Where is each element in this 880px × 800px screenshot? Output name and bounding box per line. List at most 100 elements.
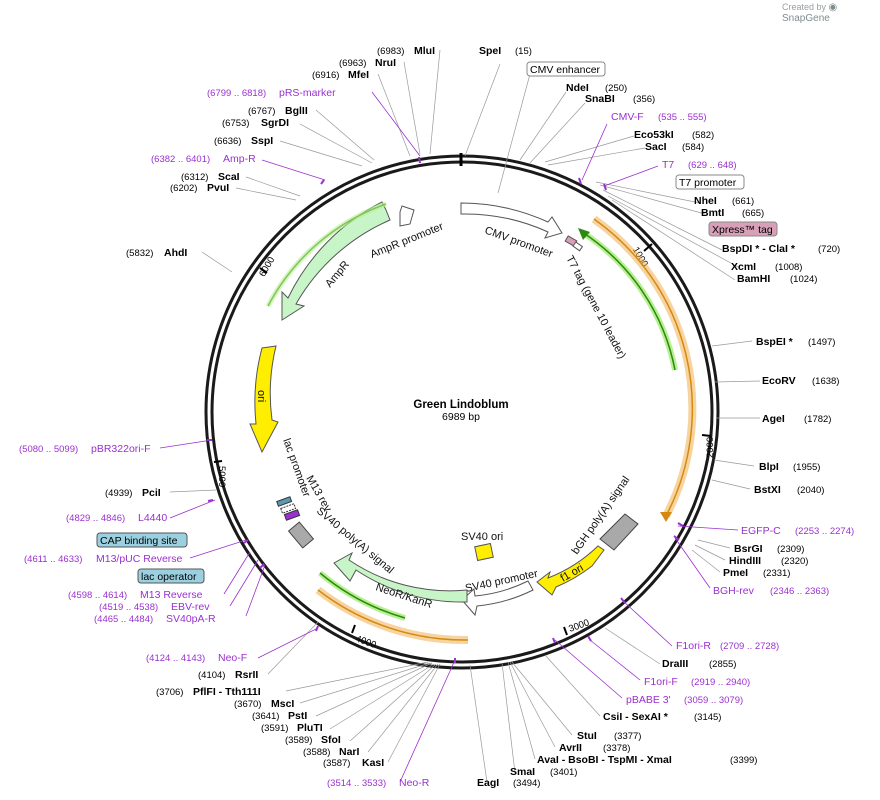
enzyme-mfei-pos: (6916) [312,70,339,81]
enzyme-ahdi[interactable]: AhdI [164,247,187,259]
lac-operator-block[interactable] [283,509,301,521]
lac-promoter-block[interactable] [280,503,297,514]
primer-neo-r[interactable]: Neo-R [399,777,430,789]
enzyme-avai-group[interactable]: AvaI - BsoBI - TspMI - XmaI [537,754,672,766]
enzyme-bmti[interactable]: BmtI [701,207,724,219]
cmv-enhancer-box[interactable] [526,61,606,77]
ampr-promoter-label: AmpR promoter [369,220,446,260]
enzyme-rsrii-pos: (4104) [198,670,225,681]
enzyme-bstxi-pos: (2040) [797,485,824,496]
primer-cmv-f[interactable]: CMV-F [611,111,644,123]
primer-ebv-rev[interactable]: EBV-rev [171,601,210,613]
enzyme-csii-sexai[interactable]: CsiI - SexAI * [603,711,669,723]
enzyme-eco53ki[interactable]: Eco53kI [634,129,674,141]
neo-orf-orange-line[interactable] [317,589,469,641]
sv40-polya-block[interactable] [287,521,315,549]
enzyme-agei[interactable]: AgeI [762,413,785,425]
primer-egfp-c-range: (2253 .. 2274) [795,526,854,537]
enzyme-pvui[interactable]: PvuI [207,182,229,194]
enzyme-sfoi[interactable]: SfoI [321,734,341,746]
enzyme-pcii[interactable]: PciI [142,487,161,499]
primer-t7[interactable]: T7 [662,159,674,171]
enzyme-krui[interactable]: NruI [375,57,396,69]
enzyme-bamhi[interactable]: BamHI [737,273,770,285]
cap-binding-box[interactable] [96,532,188,548]
primer-sv40pa-r[interactable]: SV40pA-R [166,613,216,625]
cap-binding-label: CAP binding site [100,535,178,547]
primer-bgh-rev-range: (2346 .. 2363) [770,586,829,597]
enzyme-mfei[interactable]: MfeI [348,69,369,81]
enzyme-bspdi-clai[interactable]: BspDI * - ClaI * [722,243,796,255]
primer-lines [159,91,739,783]
enzyme-agei-pos: (1782) [804,414,831,425]
enzyme-draiii[interactable]: DraIII [662,658,688,670]
enzyme-snabi[interactable]: SnaBI [585,93,615,105]
enzyme-sgrdi[interactable]: SgrDI [261,117,289,129]
enzyme-msci[interactable]: MscI [271,698,294,710]
enzyme-nari[interactable]: NarI [339,746,360,758]
enzyme-nhei[interactable]: NheI [694,195,717,207]
tick-2000: 2000 [705,437,716,458]
tick-4000-mark [351,624,356,634]
enzyme-avrii[interactable]: AvrII [559,742,582,754]
enzyme-sspi-pos: (6636) [214,136,241,147]
enzyme-spei[interactable]: SpeI [479,45,501,57]
primer-m13-puc-reverse[interactable]: M13/pUC Reverse [96,553,183,565]
primer-neo-f[interactable]: Neo-F [218,652,247,664]
primer-pbabe3[interactable]: pBABE 3' [626,694,671,706]
primer-prs-marker[interactable]: pRS-marker [279,87,336,99]
enzyme-pmei[interactable]: PmeI [723,567,748,579]
ampr-promoter-arrow[interactable] [399,205,415,227]
sv40-ori-block[interactable] [474,542,494,562]
orf-egfp-line[interactable] [593,218,694,517]
enzyme-ndei[interactable]: NdeI [566,82,589,94]
primer-amp-r[interactable]: Amp-R [223,153,256,165]
neo-orf-green-line[interactable] [319,572,406,619]
enzyme-smai[interactable]: SmaI [510,766,535,778]
cmv-promoter-arrow[interactable] [460,202,563,239]
enzyme-pflfi-tth111i[interactable]: PflFI - Tth111I [193,686,261,698]
primer-prs-marker-range: (6799 .. 6818) [207,88,266,99]
enzyme-eagi[interactable]: EagI [477,777,499,789]
neo-kan-arrow[interactable] [333,551,468,603]
enzyme-rsrii[interactable]: RsrII [235,669,258,681]
enzyme-saci-pos: (584) [682,142,704,153]
primer-l4440[interactable]: L4440 [138,512,167,524]
orf-green-line[interactable] [581,231,676,371]
enzyme-psti[interactable]: PstI [288,710,307,722]
primer-bgh-rev[interactable]: BGH-rev [713,585,755,597]
f1-ori-label: f1 ori [559,562,586,585]
enzyme-sspi[interactable]: SspI [251,135,273,147]
t7-promoter-block[interactable] [572,241,584,252]
lac-operator-box[interactable] [137,568,205,584]
ori-arrow[interactable] [249,345,279,454]
enzyme-kasi[interactable]: KasI [362,757,384,769]
t7-promoter-box[interactable] [675,174,745,190]
enzyme-mlui[interactable]: MluI [414,45,435,57]
enzyme-ecorv[interactable]: EcoRV [762,375,796,387]
primer-egfp-c[interactable]: EGFP-C [741,525,781,537]
primer-m13-reverse[interactable]: M13 Reverse [140,589,203,601]
enzyme-saci[interactable]: SacI [645,141,667,153]
enzyme-bmti-pos: (665) [742,208,764,219]
enzyme-pluti[interactable]: PluTI [297,722,323,734]
enzyme-pflfi-tth111i-pos: (3706) [156,687,183,698]
enzyme-scai[interactable]: ScaI [218,171,240,183]
enzyme-bglii[interactable]: BglII [285,105,308,117]
enzyme-bsrgi[interactable]: BsrGI [734,543,763,555]
f1-ori-arrow[interactable] [536,545,605,596]
primer-pbr322ori-f[interactable]: pBR322ori-F [91,443,151,455]
cap-binding-block[interactable] [276,496,293,507]
primer-f1ori-r[interactable]: F1ori-R [676,640,711,652]
bgh-polya-block[interactable] [599,513,639,551]
xpress-tag-box[interactable] [708,221,778,237]
enzyme-blpi[interactable]: BlpI [759,461,779,473]
enzyme-hindiii[interactable]: HindIII [729,555,761,567]
enzyme-stui[interactable]: StuI [577,730,597,742]
primer-f1ori-f[interactable]: F1ori-F [644,676,678,688]
enzyme-xcmi[interactable]: XcmI [731,261,756,273]
enzyme-bspei[interactable]: BspEI * [756,336,794,348]
sv40-promoter-arrow[interactable] [461,580,534,617]
enzyme-bstxi[interactable]: BstXI [754,484,781,496]
